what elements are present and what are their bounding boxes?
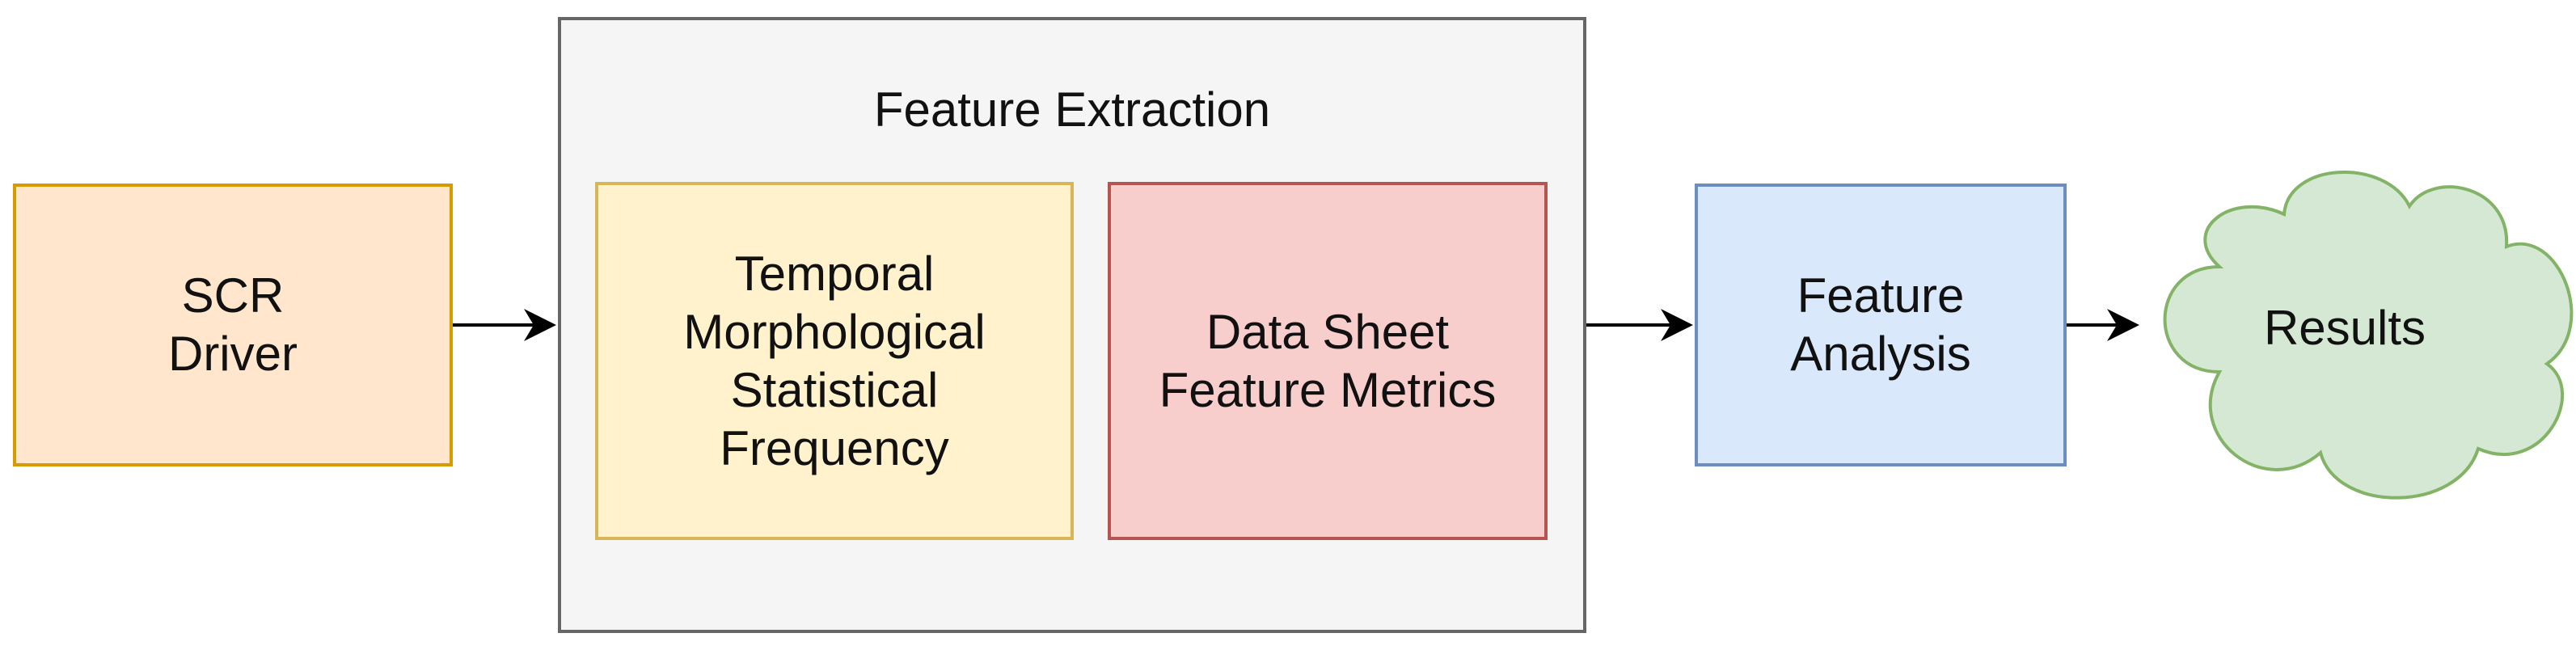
scr-driver-box: SCR Driver [13, 184, 453, 466]
results-label: Results [2263, 301, 2426, 355]
feature-extraction-title: Feature Extraction [873, 82, 1271, 137]
feature-types-box: Temporal Morphological Statistical Frequ… [595, 182, 1074, 540]
data-sheet-label: Data Sheet Feature Metrics [1159, 304, 1497, 417]
feature-types-label: Temporal Morphological Statistical Frequ… [683, 246, 986, 475]
feature-analysis-label: Feature Analysis [1790, 268, 1971, 381]
feature-analysis-box: Feature Analysis [1695, 184, 2067, 466]
scr-driver-label: SCR Driver [168, 268, 298, 381]
data-sheet-box: Data Sheet Feature Metrics [1108, 182, 1548, 540]
results-cloud [2163, 171, 2574, 500]
